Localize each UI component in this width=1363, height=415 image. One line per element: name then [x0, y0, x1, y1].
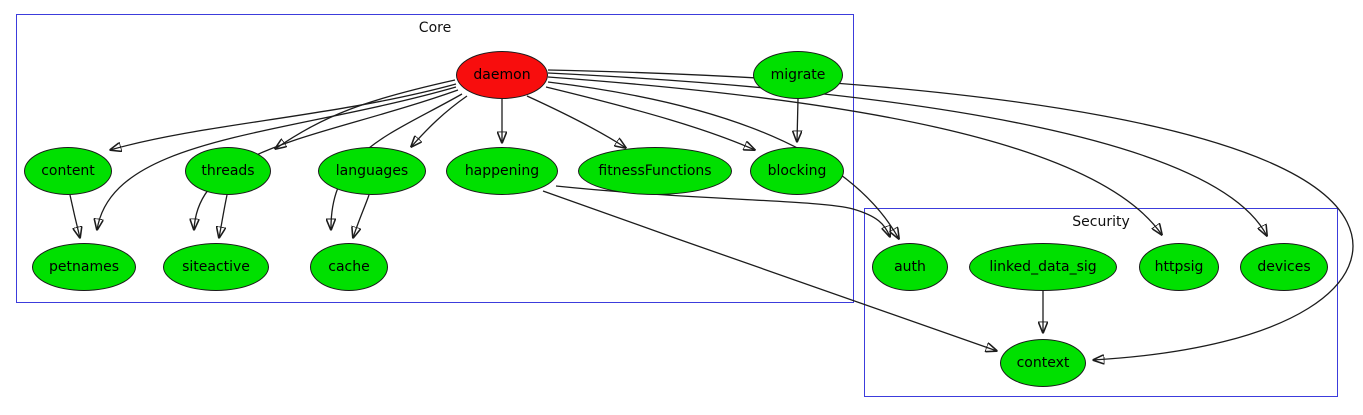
edge-languages-cache: [353, 194, 370, 238]
edge-daemon-context: [547, 69, 1354, 360]
node-threads-label: threads: [201, 163, 255, 179]
node-happening: happening: [446, 147, 558, 195]
edge-daemon-threads: [275, 79, 456, 149]
node-threads: threads: [185, 147, 271, 195]
node-linked_data_sig-label: linked_data_sig: [989, 259, 1097, 275]
edge-daemon-httpsig: [547, 76, 1162, 235]
edge-daemon-fitnessFunctions: [526, 95, 626, 148]
node-cache-label: cache: [328, 259, 370, 275]
edge-daemon-petnames: [97, 86, 457, 230]
node-httpsig: httpsig: [1139, 243, 1219, 291]
node-petnames-label: petnames: [49, 259, 119, 275]
node-linked_data_sig: linked_data_sig: [969, 243, 1117, 291]
edge-threads-siteactive: [219, 194, 228, 238]
edge-daemon-content: [110, 83, 457, 150]
node-fitnessFunctions: fitnessFunctions: [578, 147, 732, 195]
node-languages: languages: [318, 147, 426, 195]
node-blocking-label: blocking: [767, 163, 827, 179]
node-migrate: migrate: [753, 51, 843, 99]
node-devices: devices: [1240, 243, 1328, 291]
node-daemon: daemon: [456, 51, 548, 99]
edge-happening-context: [542, 190, 997, 351]
node-petnames: petnames: [32, 243, 136, 291]
node-happening-label: happening: [464, 163, 540, 179]
edge-daemon-auth: [547, 81, 899, 239]
edge-daemon-siteactive: [194, 89, 459, 230]
edge-migrate-blocking: [797, 98, 798, 142]
node-auth: auth: [872, 243, 948, 291]
node-siteactive-label: siteactive: [182, 259, 250, 275]
edge-daemon-languages: [411, 95, 468, 147]
edge-daemon-blocking: [545, 86, 755, 150]
node-blocking: blocking: [750, 147, 844, 195]
node-daemon-label: daemon: [473, 67, 531, 83]
edge-happening-auth: [555, 185, 890, 237]
node-fitnessFunctions-label: fitnessFunctions: [598, 163, 712, 179]
node-context-label: context: [1016, 355, 1070, 371]
node-context: context: [1000, 339, 1086, 387]
node-migrate-label: migrate: [770, 67, 826, 83]
node-httpsig-label: httpsig: [1154, 259, 1204, 275]
node-content: content: [24, 147, 112, 195]
edge-daemon-devices: [547, 72, 1267, 236]
node-auth-label: auth: [894, 259, 926, 275]
edge-content-petnames: [69, 194, 80, 238]
node-devices-label: devices: [1257, 259, 1311, 275]
node-languages-label: languages: [335, 163, 409, 179]
node-siteactive: siteactive: [163, 243, 269, 291]
node-cache: cache: [310, 243, 388, 291]
node-content-label: content: [41, 163, 95, 179]
